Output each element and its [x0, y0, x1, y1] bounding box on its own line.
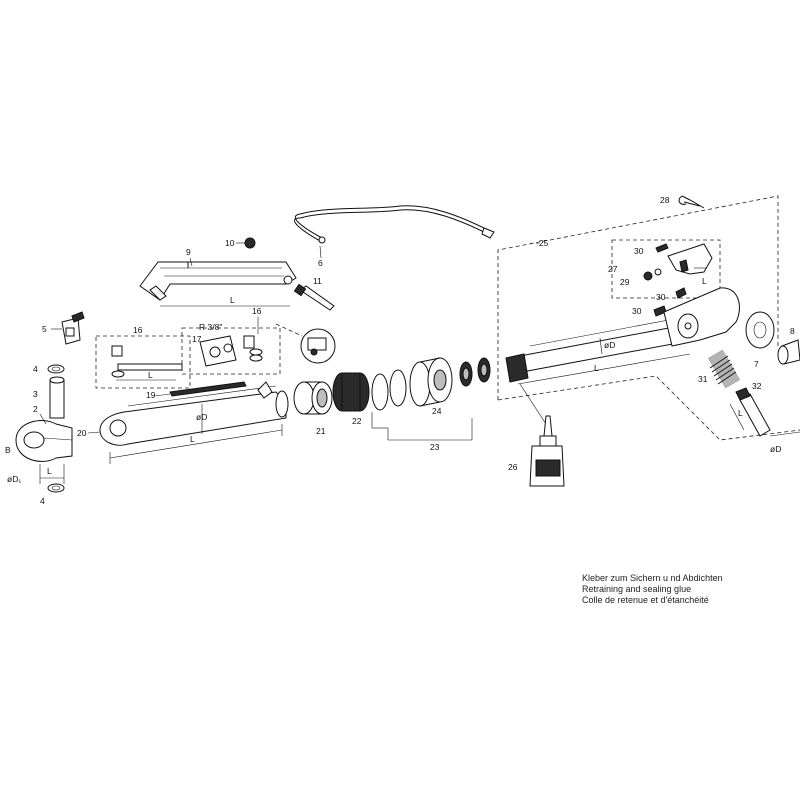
- callout-22: 22: [352, 416, 362, 426]
- legend-line-de: Kleber zum Sichern u nd Abdichten: [582, 573, 723, 583]
- part-8-sleeve: [777, 339, 800, 365]
- callout-8: 8: [790, 326, 795, 336]
- dimension-L-20: L: [109, 424, 283, 464]
- callout-7: 7: [754, 359, 759, 369]
- callout-5: 5: [42, 324, 47, 334]
- callout-27: 27: [608, 264, 618, 274]
- legend-line-fr: Colle de retenue et d'étanchéité: [582, 595, 709, 605]
- part-26-glue-bottle: [519, 383, 565, 487]
- callout-17: 17: [192, 334, 202, 344]
- group-17-valve: [181, 327, 281, 375]
- callout-31: 31: [698, 374, 708, 384]
- callout-26: 26: [508, 462, 518, 472]
- legend-line-en: Retraining and sealing glue: [582, 584, 692, 594]
- glue-legend: Kleber zum Sichern u nd Abdichten Retrai…: [582, 573, 792, 606]
- part-4-ring-bottom: [47, 483, 65, 493]
- group-16-left: L: [95, 335, 191, 389]
- label-L-20: L: [190, 434, 195, 444]
- callout-10: 10: [225, 238, 235, 248]
- callout-32: 32: [752, 381, 762, 391]
- part-31-spring: [707, 349, 741, 389]
- label-L: L: [230, 295, 235, 305]
- callout-21: 21: [316, 426, 326, 436]
- callout-4-bottom: 4: [40, 496, 45, 506]
- label-L-2: L: [47, 466, 52, 476]
- callout-2: 2: [33, 404, 38, 414]
- callout-11: 11: [313, 276, 322, 286]
- part-6-cable: [293, 205, 495, 244]
- group-27-box: [611, 239, 721, 299]
- callout-16-left: 16: [133, 325, 143, 335]
- label-L-16: L: [148, 370, 153, 380]
- part-22-packing: [332, 369, 407, 412]
- callout-9: 9: [186, 247, 191, 257]
- callout-29: 29: [620, 277, 630, 287]
- part-29-screw: [643, 268, 662, 281]
- callout-3: 3: [33, 389, 38, 399]
- part-28-clip: [678, 195, 705, 209]
- label-D1: øD₁: [7, 474, 21, 484]
- label-L-25: L: [594, 363, 599, 373]
- label-thread: R 3/8": [199, 322, 222, 332]
- seal-pair: [459, 357, 491, 387]
- part-4-ring-top: [47, 364, 65, 374]
- dimension-L-9: L: [160, 295, 290, 307]
- callout-6: 6: [318, 258, 323, 268]
- part-9-bracket: [139, 261, 297, 301]
- callout-30-b: 30: [656, 292, 666, 302]
- part-30-pin-a: [655, 243, 669, 253]
- label-D-32: øD: [770, 444, 781, 454]
- part-5-valve: [61, 311, 85, 345]
- dimension-L-2: L: [39, 464, 65, 484]
- label-D-cyl: øD: [196, 412, 207, 422]
- label-L-27: L: [702, 276, 707, 286]
- part-20-cylinder: [99, 381, 289, 446]
- part-7-bushing: [745, 311, 775, 349]
- part-27-latch: [667, 243, 713, 275]
- callout-30-c: 30: [632, 306, 642, 316]
- callout-4-top: 4: [33, 364, 38, 374]
- detail-cap: [275, 323, 336, 364]
- callout-16-right: 16: [252, 306, 262, 316]
- part-2-clevis: [15, 420, 73, 462]
- piston-rod: [505, 287, 740, 383]
- bracket-23: [371, 412, 473, 441]
- part-24-piston: [409, 357, 453, 407]
- callout-24: 24: [432, 406, 442, 416]
- label-D-rod: øD: [604, 340, 615, 350]
- callout-19: 19: [146, 390, 156, 400]
- part-3-pin: [49, 376, 65, 419]
- callout-20: 20: [77, 428, 87, 438]
- callout-30-a: 30: [634, 246, 644, 256]
- part-32-pin: L: [729, 387, 800, 437]
- dimension-L-25: L: [517, 353, 691, 385]
- part-21-gland: [293, 381, 333, 415]
- label-B: B: [5, 445, 11, 455]
- label-L-32: L: [738, 408, 743, 418]
- part-11-bolt: [293, 283, 335, 311]
- callout-25: -25: [536, 238, 549, 248]
- part-10-nut: [236, 237, 256, 249]
- callout-23: 23: [430, 442, 440, 452]
- callout-28: 28: [660, 195, 670, 205]
